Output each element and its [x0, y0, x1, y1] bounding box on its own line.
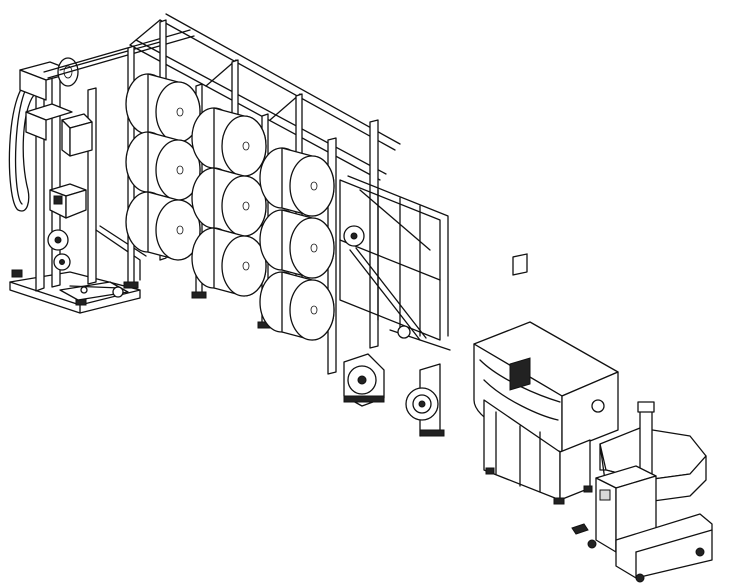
spool [259, 209, 335, 279]
spool [191, 227, 267, 297]
spool-row-3 [259, 147, 335, 341]
spool [191, 107, 267, 177]
coiler-unit [587, 401, 713, 583]
spool [125, 191, 201, 261]
guide-frame [339, 175, 451, 351]
unwind-tensioner-stand [8, 29, 195, 314]
spool [259, 147, 335, 217]
spool-row-2 [191, 107, 267, 297]
spool [191, 167, 267, 237]
pulley-stand [405, 363, 445, 437]
processing-machine [473, 253, 619, 535]
spool-row-1 [125, 73, 201, 261]
spool [259, 271, 335, 341]
pulley-stand [343, 353, 385, 407]
spool [125, 73, 201, 143]
spool [125, 131, 201, 201]
